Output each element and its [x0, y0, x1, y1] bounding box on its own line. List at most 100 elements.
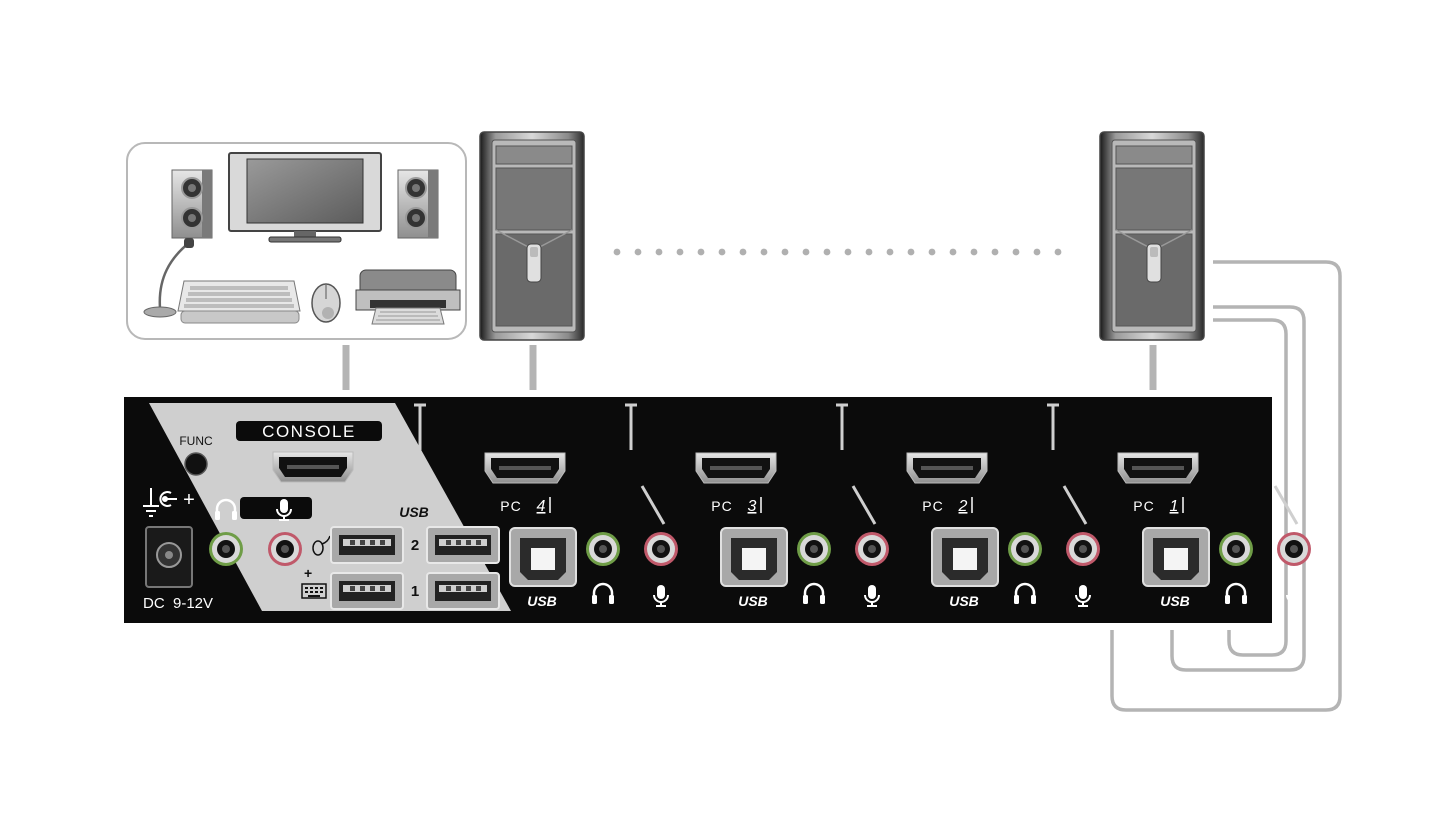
pc-1-mic-jack[interactable] — [1277, 532, 1311, 566]
pc-2-usb-b-port-icon[interactable] — [931, 527, 999, 587]
monitor-icon — [228, 152, 382, 243]
pc-4-hdmi-port-icon[interactable] — [484, 452, 566, 484]
kvm-rear-panel: CONSOLE FUNC + DC 9-12V — [124, 397, 1311, 623]
pc-label-number: 4 — [537, 498, 546, 515]
console-headphone-jack[interactable] — [209, 532, 243, 566]
printer-icon — [355, 269, 461, 325]
pc-3-hdmi-port-icon[interactable] — [695, 452, 777, 484]
ellipsis-dot — [760, 248, 768, 256]
pc-usb-label: USB — [949, 593, 979, 609]
pc-4-mic-jack[interactable] — [644, 532, 678, 566]
pc-usb-label: USB — [1160, 593, 1190, 609]
ellipsis-dot — [1054, 248, 1062, 256]
console-usb-a-port-2-left[interactable] — [330, 526, 404, 564]
divider-slash — [640, 485, 666, 525]
ellipsis-dot — [655, 248, 663, 256]
keyboard-icon — [177, 280, 301, 324]
ellipsis-dot — [886, 248, 894, 256]
dc-power-icon — [145, 526, 193, 588]
ellipsis-dot — [1012, 248, 1020, 256]
ellipsis-dot — [928, 248, 936, 256]
pc-label-number: 1 — [1170, 498, 1179, 515]
pc-2-mic-jack[interactable] — [1066, 532, 1100, 566]
keyboard-port-icon: + — [301, 565, 327, 599]
pc-3-headphone-jack[interactable] — [797, 532, 831, 566]
console-label: CONSOLE — [262, 422, 356, 441]
audio-out-loop-cable — [1170, 305, 1306, 672]
ellipsis-dot — [949, 248, 957, 256]
plus-sign: + — [183, 489, 195, 511]
ellipsis-dot — [823, 248, 831, 256]
divider-slash — [1062, 485, 1088, 525]
pc-label-prefix: PC — [500, 498, 521, 514]
console-mic-jack[interactable] — [268, 532, 302, 566]
divider-slash — [851, 485, 877, 525]
audio-in-loop-cable — [1213, 318, 1288, 657]
console-usb-a-port-2-right[interactable] — [426, 526, 500, 564]
dc-label: DC 9-12V — [143, 595, 213, 612]
console-usb-a-port-1-right[interactable] — [426, 572, 500, 610]
pc-label-number: 2 — [958, 498, 968, 515]
pc-label-prefix: PC — [1133, 498, 1154, 514]
pc-3-mic-jack[interactable] — [855, 532, 889, 566]
console-label-box — [236, 421, 382, 441]
microphone-icon — [1286, 584, 1302, 607]
pc-2-headphone-jack[interactable] — [1008, 532, 1042, 566]
pc-3-usb-b-port-icon[interactable] — [720, 527, 788, 587]
pc-4-usb-b-port-icon[interactable] — [509, 527, 577, 587]
pc-4-headphone-jack[interactable] — [586, 532, 620, 566]
speaker-icon — [397, 169, 439, 239]
usb-row-2-label: 2 — [411, 537, 419, 554]
pc-label-number: 3 — [748, 498, 757, 515]
microphone-icon — [143, 238, 194, 318]
usb-loop-cable — [1110, 260, 1342, 712]
pc-usb-label: USB — [527, 593, 557, 609]
ellipsis-dot — [991, 248, 999, 256]
pc-1-usb-b-port-icon[interactable] — [1142, 527, 1210, 587]
ground-icon — [143, 488, 159, 517]
ellipsis-dot — [718, 248, 726, 256]
ellipsis-dot — [781, 248, 789, 256]
pc-tower-icon — [479, 131, 585, 341]
console-mic-label-box — [240, 497, 312, 519]
pc-label-prefix: PC — [711, 498, 732, 514]
mouse-port-icon — [312, 535, 331, 556]
more-computers-dots — [613, 248, 1062, 256]
ellipsis-dot — [1033, 248, 1041, 256]
pc-usb-label: USB — [738, 593, 768, 609]
usb-row-1-label: 1 — [411, 583, 419, 600]
ellipsis-dot — [739, 248, 747, 256]
ellipsis-dot — [907, 248, 915, 256]
console-usb-label: USB — [399, 504, 429, 520]
pc1-loop-cables — [1110, 260, 1342, 712]
pc-1-hdmi-port-icon[interactable] — [1117, 452, 1199, 484]
mouse-icon — [311, 283, 341, 323]
pc-1-headphone-jack[interactable] — [1219, 532, 1253, 566]
ellipsis-dot — [634, 248, 642, 256]
pc-2-hdmi-port-icon[interactable] — [906, 452, 988, 484]
func-label: FUNC — [179, 434, 213, 448]
keyboard-plus: + — [304, 565, 312, 581]
ellipsis-dot — [970, 248, 978, 256]
pc-tower-icon — [1099, 131, 1205, 341]
ellipsis-dot — [865, 248, 873, 256]
console-usb-a-port-1-left[interactable] — [330, 572, 404, 610]
console-peripherals-group — [126, 142, 467, 340]
ellipsis-dot — [613, 248, 621, 256]
speaker-icon — [171, 169, 213, 239]
ellipsis-dot — [802, 248, 810, 256]
cables — [342, 345, 1157, 390]
ellipsis-dot — [676, 248, 684, 256]
ellipsis-dot — [844, 248, 852, 256]
func-button[interactable] — [184, 452, 208, 476]
divider-slash — [1273, 485, 1299, 525]
console-hdmi-port-icon — [272, 451, 354, 483]
pc-label-prefix: PC — [922, 498, 943, 514]
dc-polarity-icon — [159, 491, 177, 507]
